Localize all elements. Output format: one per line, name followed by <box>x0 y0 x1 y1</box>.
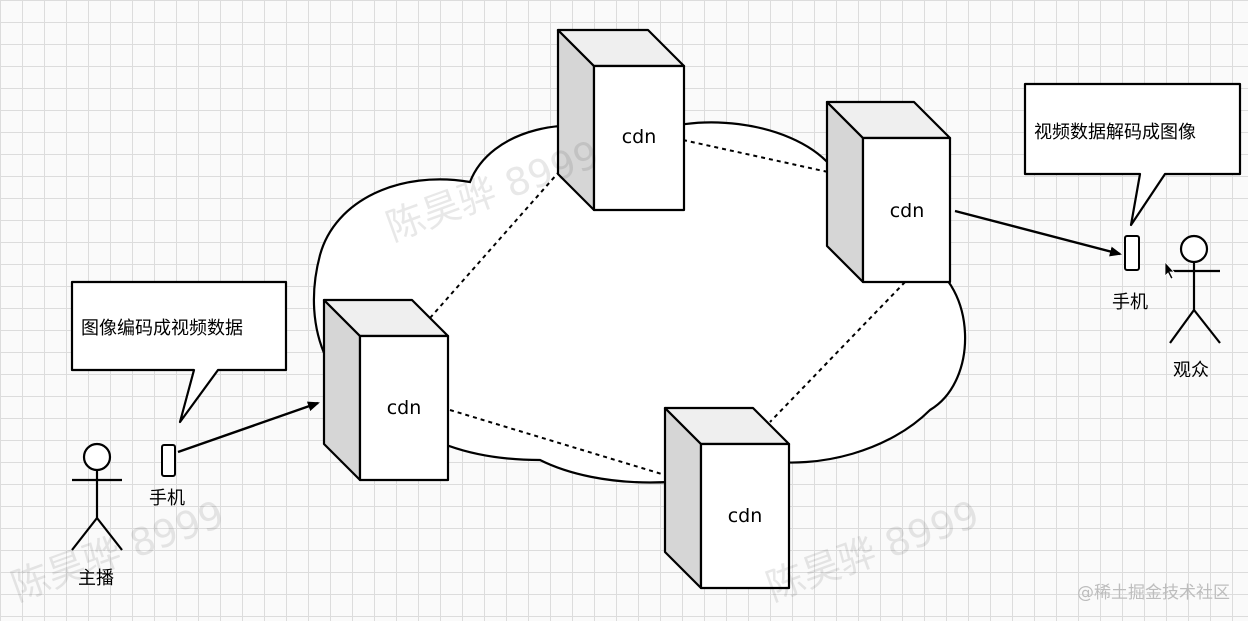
viewer-figure <box>1168 234 1221 344</box>
broadcaster-device-label: 手机 <box>149 488 185 509</box>
cdn-links <box>429 139 906 476</box>
broadcaster-role-label: 主播 <box>78 568 114 589</box>
download-arrow <box>954 209 1122 257</box>
cdn-bottom-label: cdn <box>727 505 763 527</box>
viewer-callout-text: 视频数据解码成图像 <box>1034 122 1196 143</box>
viewer-device-label: 手机 <box>1112 292 1148 313</box>
broadcaster-callout-shape <box>70 280 288 424</box>
viewer-phone <box>1124 235 1140 271</box>
viewer-callout-shape <box>1023 82 1242 227</box>
mouse-cursor-icon <box>1164 260 1175 280</box>
cdn-node-bottom <box>663 406 791 590</box>
cdn-node-right <box>825 100 952 284</box>
cdn-node-top <box>556 28 686 212</box>
link-right-bottom <box>769 281 906 423</box>
cdn-right-label: cdn <box>889 200 925 222</box>
site-credit: @稀土掘金技术社区 <box>1077 583 1230 603</box>
upload-arrow <box>177 401 320 454</box>
broadcaster-callout-text: 图像编码成视频数据 <box>81 318 243 339</box>
link-left-bottom <box>449 409 666 476</box>
cdn-top-label: cdn <box>621 126 657 148</box>
broadcaster-figure <box>71 442 123 551</box>
link-top-right <box>682 139 829 173</box>
broadcaster-phone <box>161 444 176 477</box>
viewer-role-label: 观众 <box>1173 360 1209 381</box>
link-left-top <box>429 164 566 319</box>
cdn-left-label: cdn <box>386 397 422 419</box>
cdn-node-left <box>322 298 450 482</box>
